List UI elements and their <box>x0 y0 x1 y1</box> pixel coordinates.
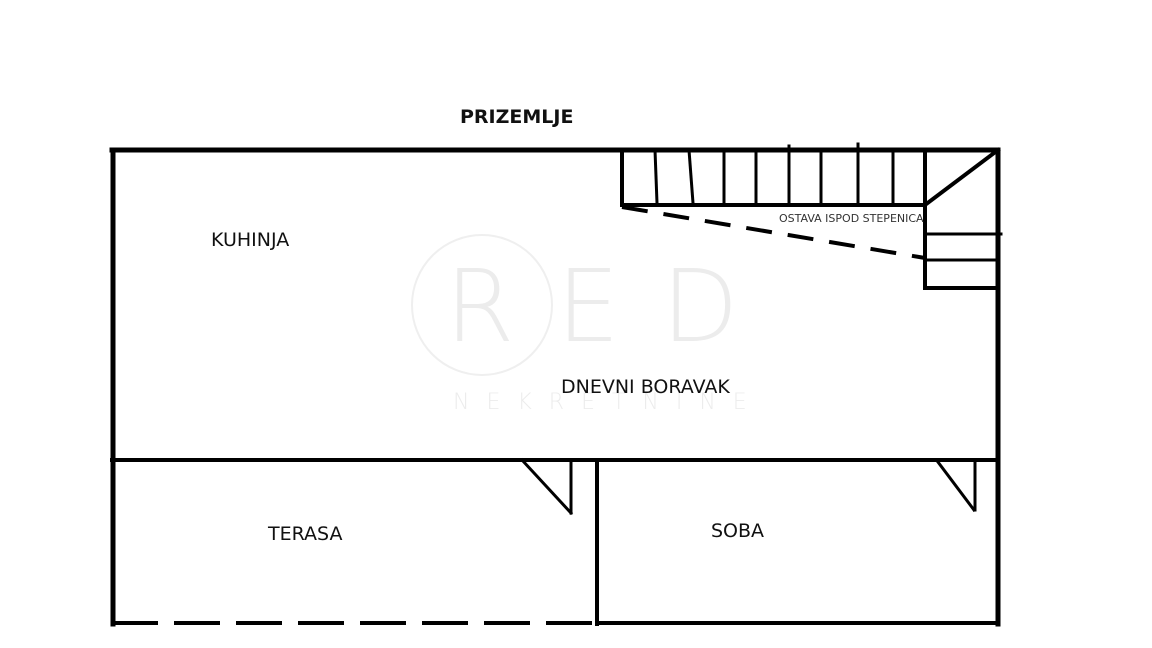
room-label-kuhinja: KUHINJA <box>211 229 290 251</box>
watermark-main: RED <box>445 248 781 365</box>
room-label-terasa: TERASA <box>268 523 343 545</box>
watermark-sub: NEKRETNINE <box>453 390 764 415</box>
room-label-soba: SOBA <box>711 520 765 542</box>
room-label-dnevni-boravak: DNEVNI BORAVAK <box>561 376 730 398</box>
storage-dashed-line <box>621 205 926 260</box>
door-soba <box>935 459 977 513</box>
floor-title: PRIZEMLJE <box>460 106 574 128</box>
storage-label: OSTAVA ISPOD STEPENICA <box>779 212 924 225</box>
door-terasa <box>519 457 574 516</box>
